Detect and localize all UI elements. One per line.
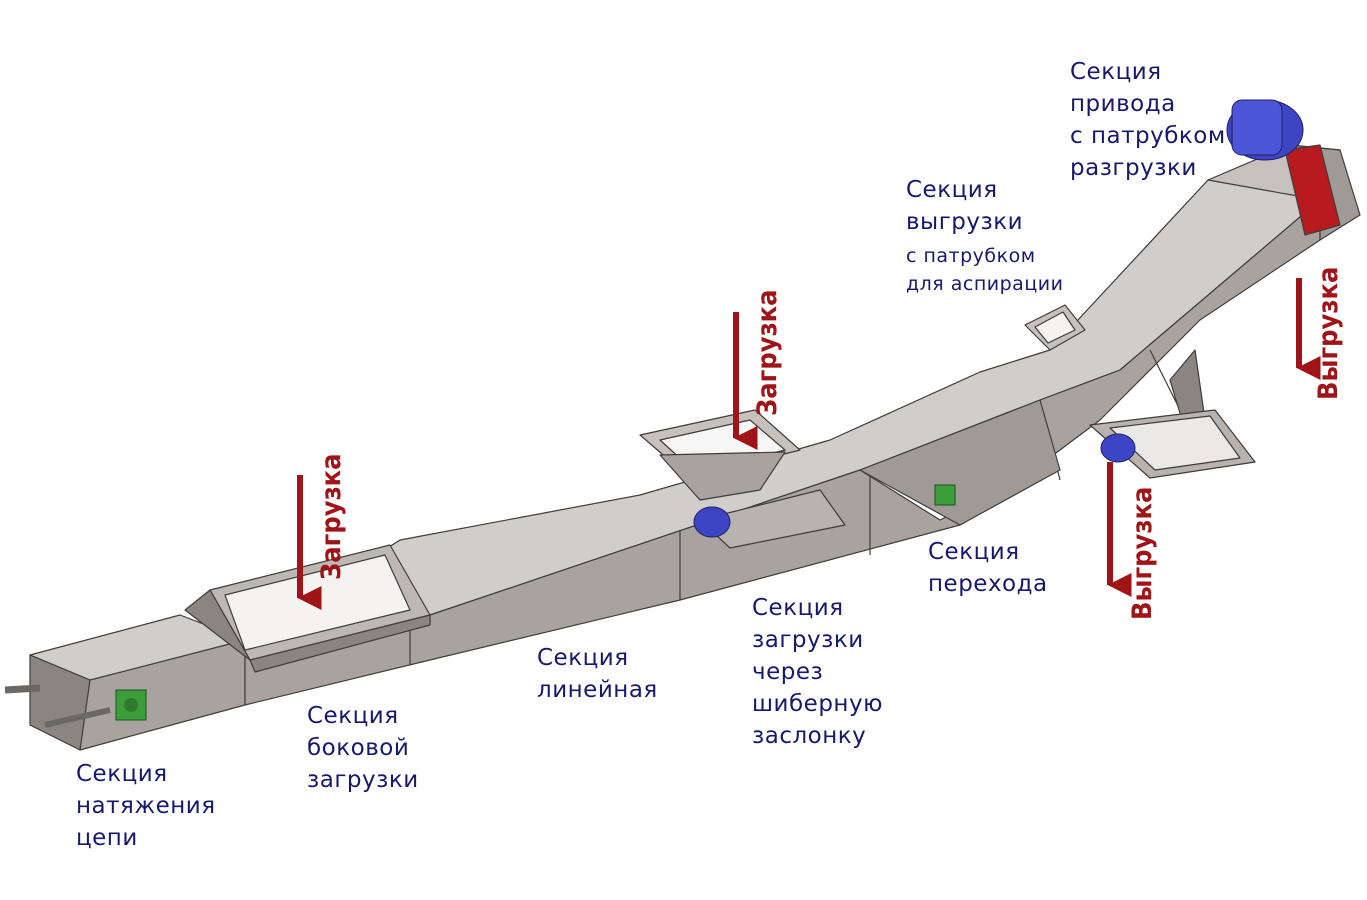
unloading-section-sublabel: с патрубком для аспирации <box>906 245 1064 295</box>
unload-outlet-lower-opening <box>1109 415 1241 471</box>
side-loading-wing <box>184 589 251 661</box>
transition-section-label: Секция перехода <box>928 539 1048 597</box>
flow-arrows <box>297 278 1321 610</box>
tension-shaft-icon <box>4 684 111 728</box>
load-label-1: Загрузка <box>316 453 347 580</box>
side-loading-section-label: Секция боковой загрузки <box>307 703 419 793</box>
gate-loading-section-label: Секция загрузки через шиберную заслонку <box>752 595 883 749</box>
unload-label-2: Выгрузка <box>1313 266 1344 400</box>
seam <box>1149 349 1181 411</box>
aspiration-outlet-opening <box>1034 311 1076 344</box>
conveyor-body <box>29 144 1361 751</box>
gate-inlet-throat <box>659 451 786 501</box>
transition-section-plate <box>859 399 1061 526</box>
tension-section-label: Секция натяжения цепи <box>76 761 216 851</box>
drive-guard <box>1284 144 1341 236</box>
tension-section-end <box>29 654 91 751</box>
drive-motor-icon <box>1226 99 1304 161</box>
tension-bearing-icon <box>115 689 147 721</box>
transition-bearing-icon <box>934 484 956 506</box>
gate-motor-icon <box>693 506 731 538</box>
side-loading-hopper-lip <box>249 614 431 673</box>
unload-label-1: Выгрузка <box>1127 486 1158 620</box>
linear-section-label: Секция линейная <box>537 645 658 703</box>
drive-section-label: Секция привода с патрубком разгрузки <box>1070 59 1226 181</box>
unloading-section-label: Секция выгрузки <box>906 177 1024 235</box>
lower-outlet-motor-icon <box>1100 433 1136 463</box>
load-label-2: Загрузка <box>752 289 783 416</box>
gate-slide-plate <box>699 489 846 549</box>
